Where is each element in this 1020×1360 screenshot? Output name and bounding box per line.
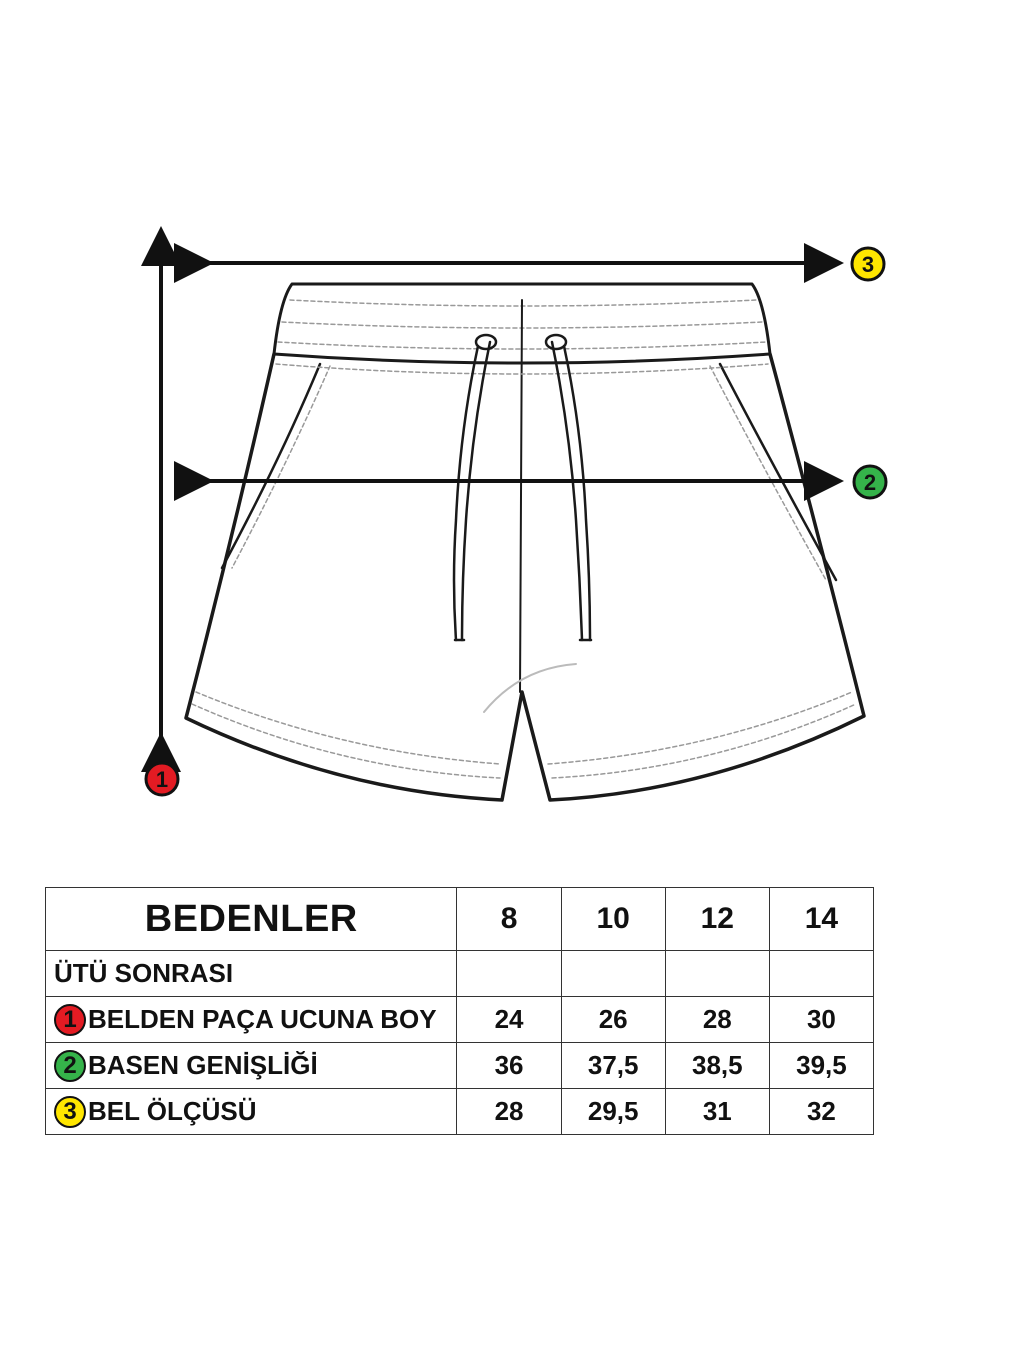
size-header: 10 [560, 887, 666, 951]
table-cell: 32 [768, 1088, 875, 1135]
marker-3-badge: 3 [850, 246, 886, 282]
row-label: BELDEN PAÇA UCUNA BOY [88, 1004, 437, 1034]
marker-3-label: 3 [862, 252, 874, 277]
size-header: 14 [768, 887, 875, 951]
table-row: 1 BELDEN PAÇA UCUNA BOY 24 26 28 30 [44, 996, 875, 1043]
table-header-row: BEDENLER 8 10 12 14 [44, 887, 875, 951]
marker-1-badge: 1 [144, 761, 180, 797]
size-chart-table: BEDENLER 8 10 12 14 ÜTÜ SONRASI 1 BELDEN… [44, 887, 875, 1135]
shorts-measurement-diagram: 1 2 3 [141, 226, 888, 802]
table-cell: 29,5 [560, 1088, 666, 1135]
row-label: BASEN GENİŞLİĞİ [88, 1050, 318, 1080]
table-cell: 38,5 [664, 1042, 770, 1089]
row-marker-badge: 1 [54, 1003, 86, 1036]
drawstring-right [550, 340, 584, 642]
marker-2-badge: 2 [852, 464, 888, 500]
table-cell: 24 [456, 996, 562, 1043]
table-cell: 28 [664, 996, 770, 1043]
marker-1-label: 1 [156, 767, 168, 792]
drawstring-left [460, 340, 492, 642]
shorts-body [184, 352, 866, 802]
table-subtitle: ÜTÜ SONRASI [44, 950, 458, 997]
table-title: BEDENLER [44, 887, 458, 951]
table-cell: 26 [560, 996, 666, 1043]
row-marker-badge: 2 [54, 1049, 86, 1082]
marker-2-label: 2 [864, 470, 876, 495]
row-marker-badge: 3 [54, 1095, 86, 1128]
table-cell: 30 [768, 996, 875, 1043]
left-pocket [220, 362, 322, 570]
table-subtitle-row: ÜTÜ SONRASI [44, 950, 875, 997]
size-header: 8 [456, 887, 562, 951]
shorts-drawing [184, 282, 866, 802]
table-row: 2 BASEN GENİŞLİĞİ 36 37,5 38,5 39,5 [44, 1042, 875, 1089]
table-row: 3 BEL ÖLÇÜSÜ 28 29,5 31 32 [44, 1088, 875, 1135]
table-cell: 36 [456, 1042, 562, 1089]
size-header: 12 [664, 887, 770, 951]
table-cell: 31 [664, 1088, 770, 1135]
table-cell: 37,5 [560, 1042, 666, 1089]
table-cell: 28 [456, 1088, 562, 1135]
table-cell: 39,5 [768, 1042, 875, 1089]
right-pocket [718, 362, 838, 582]
row-label: BEL ÖLÇÜSÜ [88, 1096, 257, 1126]
